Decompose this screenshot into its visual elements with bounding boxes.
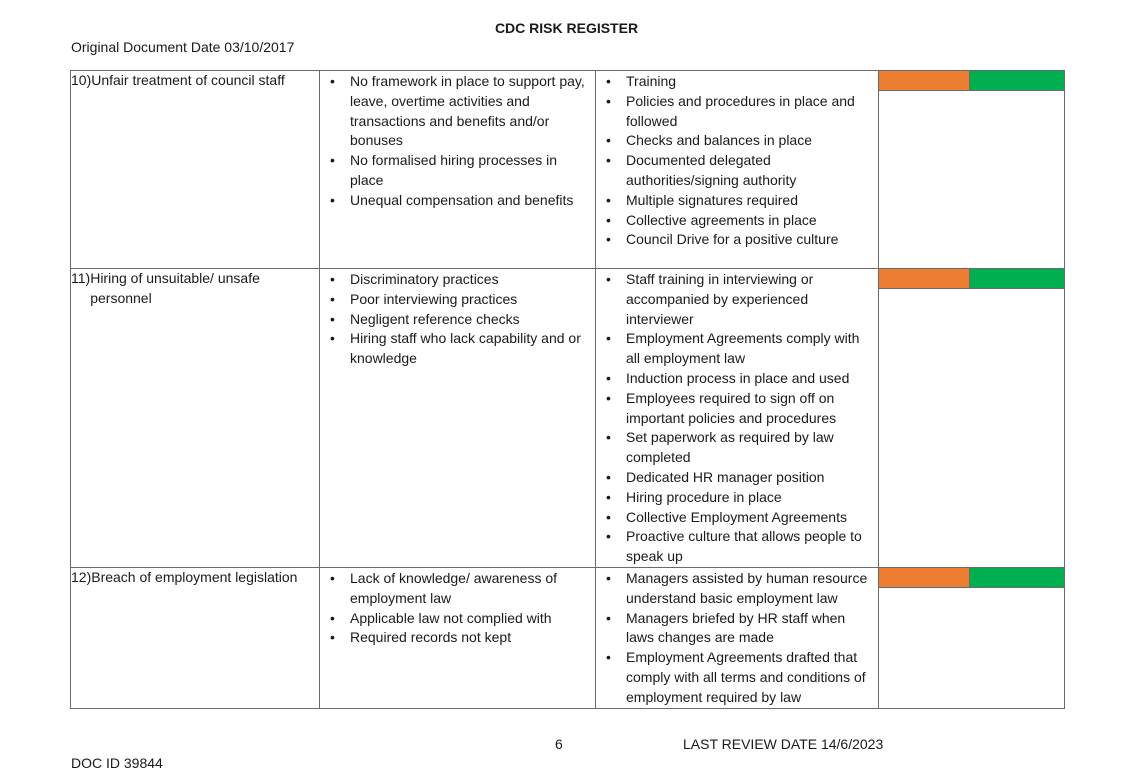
list-item: Required records not kept — [330, 628, 591, 648]
list-item: Employment Agreements comply with all em… — [606, 329, 874, 369]
list-item: Collective agreements in place — [606, 211, 874, 231]
list-item: No formalised hiring processes in place — [330, 151, 591, 191]
risk-rating-bar — [879, 567, 1064, 588]
table-row: 10) Unfair treatment of council staff No… — [70, 70, 1065, 269]
list-item: Checks and balances in place — [606, 131, 874, 151]
list-item: Unequal compensation and benefits — [330, 191, 591, 211]
list-item: Multiple signatures required — [606, 191, 874, 211]
page-number: 6 — [555, 736, 563, 752]
hazard-text: Breach of employment legislation — [91, 568, 298, 585]
table-row: 12) Breach of employment legislation Lac… — [70, 566, 1065, 709]
risk-number: 10) — [71, 72, 92, 88]
list-item: Negligent reference checks — [330, 310, 591, 330]
controls-cell: Training Policies and procedures in plac… — [595, 70, 879, 269]
list-item: Documented delegated authorities/signing… — [606, 151, 874, 191]
hazard-cell: 10) Unfair treatment of council staff — [70, 70, 320, 269]
risk-rating-cell — [878, 70, 1065, 269]
inherent-rating-swatch — [879, 71, 970, 90]
controls-list: Staff training in interviewing or accomp… — [596, 269, 878, 567]
original-document-date: Original Document Date 03/10/2017 — [71, 39, 295, 55]
list-item: Hiring procedure in place — [606, 488, 874, 508]
list-item: Discriminatory practices — [330, 270, 591, 290]
controls-cell: Managers assisted by human resource unde… — [595, 566, 879, 709]
inherent-rating-swatch — [879, 269, 970, 288]
controls-list: Training Policies and procedures in plac… — [596, 71, 878, 250]
list-item: Dedicated HR manager position — [606, 468, 874, 488]
causes-cell: No framework in place to support pay, le… — [319, 70, 596, 269]
controls-list: Managers assisted by human resource unde… — [596, 568, 878, 708]
risk-number: 11) — [71, 270, 91, 286]
last-review-date: LAST REVIEW DATE 14/6/2023 — [683, 736, 884, 752]
list-item: Induction process in place and used — [606, 369, 874, 389]
list-item: Set paperwork as required by law complet… — [606, 428, 874, 468]
hazard-cell: 12) Breach of employment legislation — [70, 566, 320, 709]
risk-register-table: 10) Unfair treatment of council staff No… — [70, 70, 1065, 709]
risk-rating-cell — [878, 566, 1065, 709]
list-item: Lack of knowledge/ awareness of employme… — [330, 569, 591, 609]
risk-number: 12) — [71, 568, 92, 585]
causes-list: Lack of knowledge/ awareness of employme… — [320, 568, 595, 648]
residual-rating-swatch — [970, 567, 1064, 587]
causes-cell: Discriminatory practices Poor interviewi… — [319, 268, 596, 568]
document-title: CDC RISK REGISTER — [494, 20, 639, 36]
list-item: Applicable law not complied with — [330, 609, 591, 629]
list-item: Proactive culture that allows people to … — [606, 527, 874, 567]
residual-rating-swatch — [970, 71, 1064, 90]
list-item: Staff training in interviewing or accomp… — [606, 270, 874, 329]
list-item: Employment Agreements drafted that compl… — [606, 648, 874, 707]
hazard-cell: 11) Hiring of unsuitable/ unsafe personn… — [70, 268, 320, 568]
causes-list: Discriminatory practices Poor interviewi… — [320, 269, 595, 369]
causes-list: No framework in place to support pay, le… — [320, 71, 595, 211]
list-item: Training — [606, 72, 874, 92]
list-item: Poor interviewing practices — [330, 290, 591, 310]
list-item: Collective Employment Agreements — [606, 508, 874, 528]
risk-rating-cell — [878, 268, 1065, 568]
list-item: Managers assisted by human resource unde… — [606, 569, 874, 609]
controls-cell: Staff training in interviewing or accomp… — [595, 268, 879, 568]
list-item: Council Drive for a positive culture — [606, 230, 874, 250]
list-item: Employees required to sign off on import… — [606, 389, 874, 429]
list-item: Policies and procedures in place and fol… — [606, 92, 874, 132]
list-item: Hiring staff who lack capability and or … — [330, 329, 591, 369]
document-id: DOC ID 39844 — [71, 755, 163, 771]
list-item: No framework in place to support pay, le… — [330, 72, 591, 151]
residual-rating-swatch — [970, 269, 1064, 288]
hazard-text: Hiring of unsuitable/ unsafe personnel — [90, 270, 260, 306]
risk-rating-bar — [879, 71, 1064, 91]
risk-rating-bar — [879, 269, 1064, 289]
table-row: 11) Hiring of unsuitable/ unsafe personn… — [70, 268, 1065, 568]
causes-cell: Lack of knowledge/ awareness of employme… — [319, 566, 596, 709]
hazard-text: Unfair treatment of council staff — [91, 72, 285, 88]
inherent-rating-swatch — [879, 567, 970, 587]
list-item: Managers briefed by HR staff when laws c… — [606, 609, 874, 649]
